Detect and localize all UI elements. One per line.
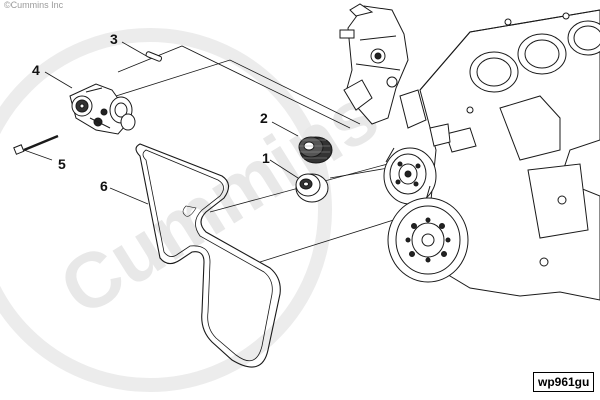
figure-id-label: wp961gu bbox=[533, 372, 595, 392]
leader-4 bbox=[44, 71, 73, 89]
engine-bracket bbox=[339, 3, 427, 129]
callout-2: 2 bbox=[260, 110, 268, 126]
callout-3: 3 bbox=[110, 31, 118, 47]
leader-2 bbox=[271, 121, 299, 137]
leader-6 bbox=[109, 187, 149, 205]
leader-1 bbox=[269, 159, 299, 179]
callout-1: 1 bbox=[262, 150, 270, 166]
grooved-idler-pulley bbox=[298, 136, 333, 164]
watermark: Cummins bbox=[0, 28, 393, 392]
copyright-notice: ©Cummins Inc bbox=[4, 0, 64, 10]
crankshaft-damper bbox=[383, 147, 469, 283]
cap-screw bbox=[13, 134, 59, 155]
belt-tensioner bbox=[69, 83, 136, 135]
callout-6: 6 bbox=[100, 178, 108, 194]
callout-5: 5 bbox=[58, 156, 66, 172]
leader-belt-to-pulley bbox=[259, 217, 401, 263]
poly-v-belt bbox=[135, 143, 281, 368]
leader-5 bbox=[23, 149, 53, 161]
smooth-idler-pulley bbox=[295, 173, 329, 203]
callout-4: 4 bbox=[32, 62, 40, 78]
leader-tensioner-to-bracket bbox=[115, 59, 361, 125]
dowel-pin bbox=[145, 51, 163, 62]
leader-3 bbox=[121, 41, 151, 59]
leader-tensioner-to-block bbox=[117, 45, 351, 129]
